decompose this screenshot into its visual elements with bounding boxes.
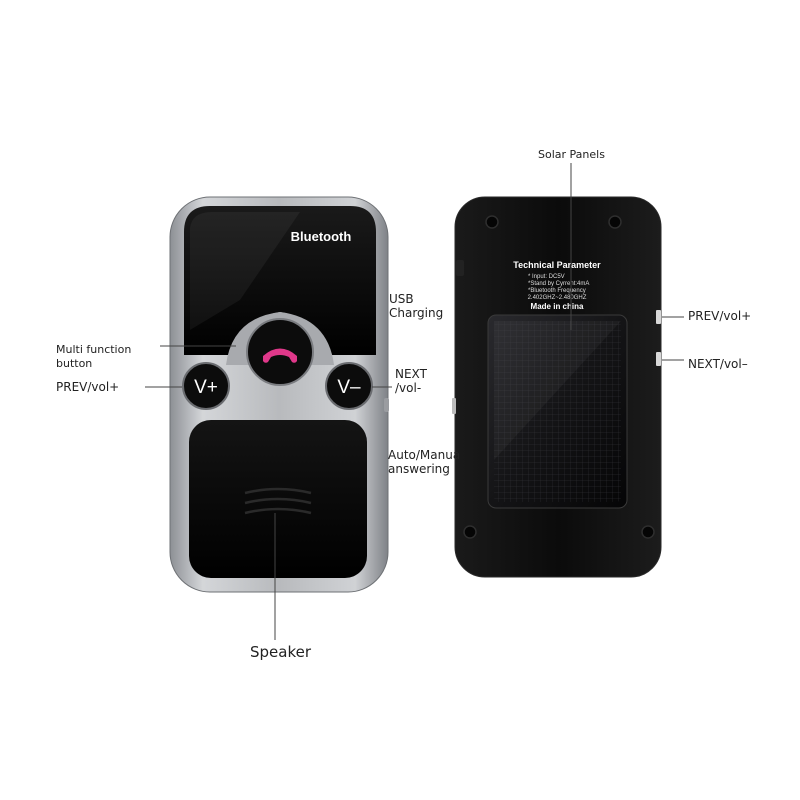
next-vol-right-label: NEXT/vol– bbox=[688, 357, 748, 371]
prev-button-side[interactable] bbox=[656, 310, 661, 324]
callout-lines bbox=[145, 163, 684, 640]
svg-text:Made in china: Made in china bbox=[531, 302, 584, 311]
vol-down-button[interactable] bbox=[325, 362, 373, 410]
svg-text:Technical Parameter: Technical Parameter bbox=[513, 260, 601, 270]
back-device: Technical Parameter * Input: DC5V *Stand… bbox=[452, 196, 662, 578]
next-vol-front-label-line1: NEXT bbox=[395, 367, 427, 381]
multi-function-label-line1: Multi function bbox=[56, 343, 132, 356]
svg-text:* Input: DC5V: * Input: DC5V bbox=[528, 274, 565, 280]
usb-port bbox=[456, 260, 464, 276]
prev-vol-right-label: PREV/vol+ bbox=[688, 309, 752, 323]
screw bbox=[463, 525, 477, 539]
auto-answer-label-line2: answering bbox=[388, 462, 450, 476]
vol-up-label: V+ bbox=[194, 377, 218, 398]
front-device: V+ V– Bluetooth bbox=[169, 196, 389, 593]
vol-up-button[interactable] bbox=[182, 362, 230, 410]
screw bbox=[641, 525, 655, 539]
vol-down-label: V– bbox=[337, 377, 361, 398]
usb-charging-label-line1: USB bbox=[389, 292, 414, 306]
technical-parameter-text: Technical Parameter * Input: DC5V *Stand… bbox=[513, 260, 601, 311]
phone-handset-icon bbox=[263, 348, 297, 363]
next-vol-front-label-line2: /vol- bbox=[395, 381, 422, 395]
next-button-side[interactable] bbox=[656, 352, 661, 366]
solar-panels-label: Solar Panels bbox=[538, 148, 605, 161]
multi-function-label-line2: button bbox=[56, 357, 93, 370]
front-screen bbox=[184, 206, 376, 355]
svg-text:*Bluetooth Frequency: *Bluetooth Frequency bbox=[528, 288, 586, 294]
screw bbox=[485, 215, 499, 229]
prev-vol-left-label: PREV/vol+ bbox=[56, 380, 120, 394]
auto-answer-label-line1: Auto/Manua bbox=[388, 448, 461, 462]
screw bbox=[608, 215, 622, 229]
brand-label: Bluetooth bbox=[291, 229, 352, 244]
svg-text:*Stand by Cyrrent:4mA: *Stand by Cyrrent:4mA bbox=[528, 281, 589, 287]
usb-charging-label-line2: Charging bbox=[389, 306, 444, 320]
svg-text:2.402GHZ~2.480GHZ: 2.402GHZ~2.480GHZ bbox=[528, 295, 587, 301]
speaker-label: Speaker bbox=[250, 643, 312, 661]
